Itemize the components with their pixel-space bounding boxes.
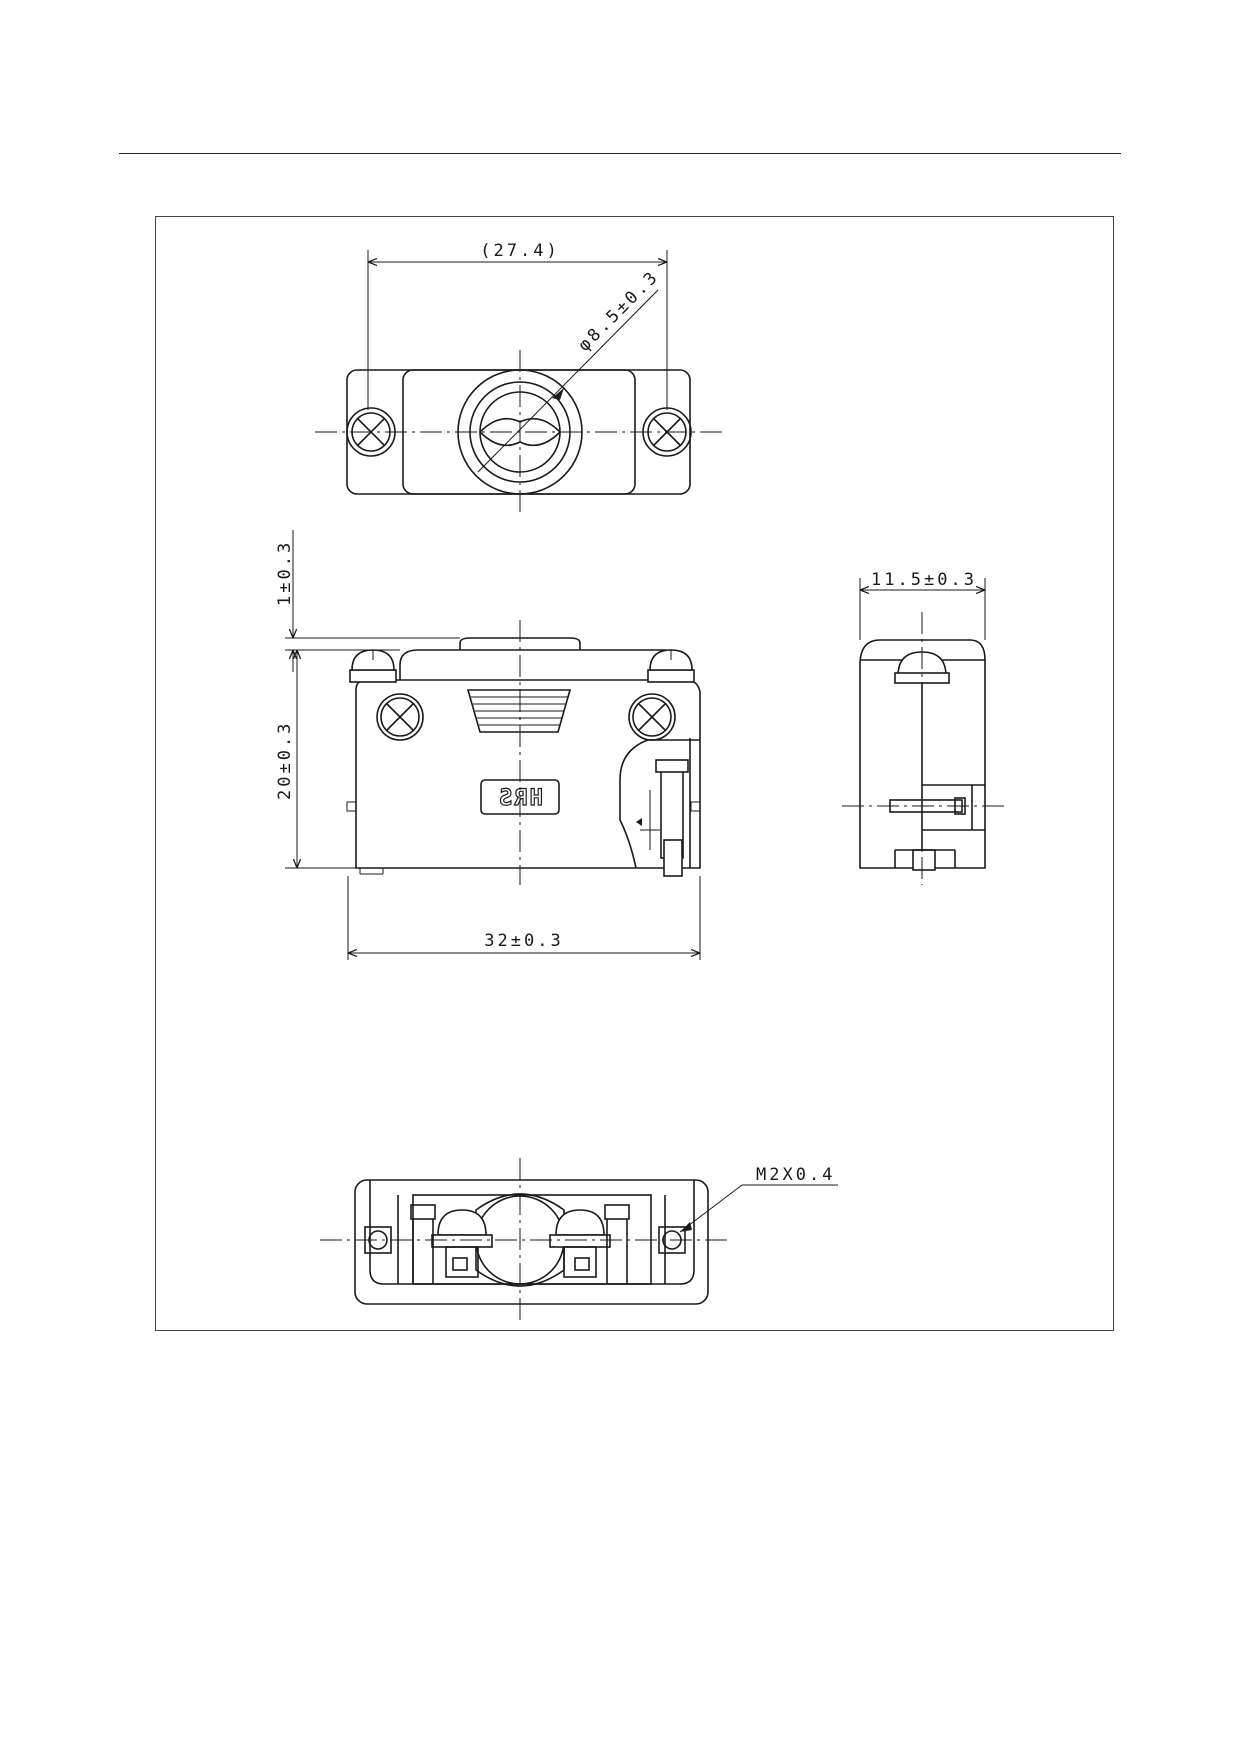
side-view: 11.5±0.3 [842,570,1005,885]
dim-screw-thread: M2X0.4 [756,1165,835,1185]
dim-top-width: (27.4) [480,241,559,261]
dim-cable-diameter: φ8.5±0.3 [574,267,663,356]
dim-front-height: 20±0.3 [275,721,295,800]
top-view: (27.4) φ8.5±0.3 [315,241,725,512]
bottom-view: M2X0.4 [320,1158,838,1325]
dim-front-offset: 1±0.3 [275,540,295,606]
dim-front-width: 32±0.3 [484,931,563,951]
dim-side-depth: 11.5±0.3 [871,570,977,590]
drawing-frame [155,216,1114,1331]
header-rule [119,153,1121,154]
front-view: HRS 1±0.3 20±0.3 32±0.3 [275,530,701,960]
